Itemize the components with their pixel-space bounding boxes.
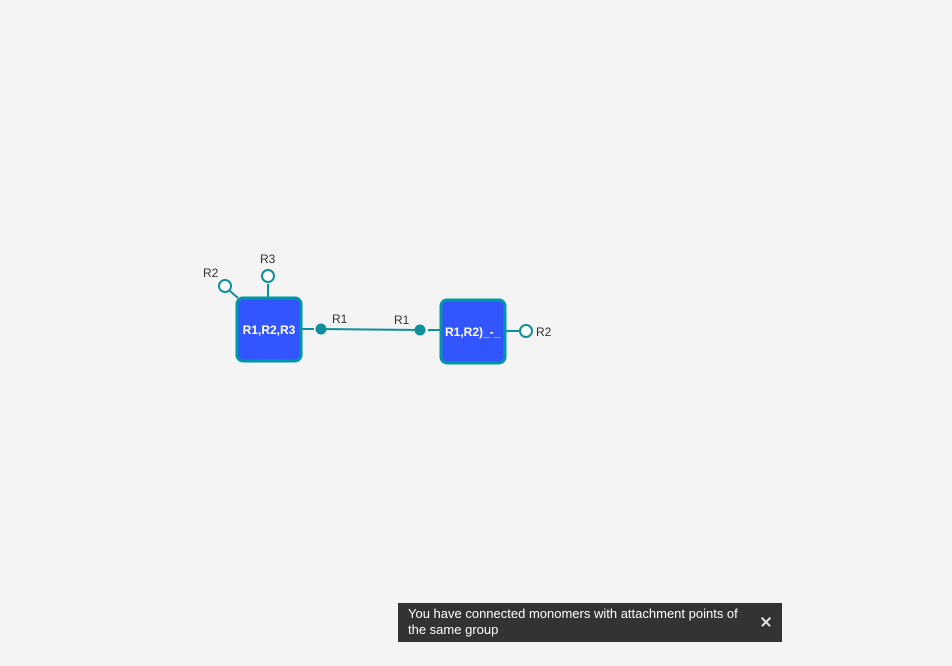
close-icon[interactable]: [756, 612, 776, 632]
ap-label-r3: R3: [260, 252, 276, 266]
ap-label-r2-right: R2: [536, 325, 552, 339]
toast-message: You have connected monomers with attachm…: [408, 606, 738, 637]
monomer-1-label: R1,R2,R3: [243, 323, 296, 337]
attachment-point-r2-right[interactable]: [519, 324, 533, 338]
monomer-2[interactable]: R1,R2)_-_: [439, 298, 507, 365]
ap-label-r1-right: R1: [394, 313, 410, 327]
ap-label-r1-left: R1: [332, 312, 348, 326]
monomer-2-box[interactable]: [439, 298, 507, 365]
monomer-1[interactable]: R1,R2,R3: [235, 296, 303, 363]
monomer-1-box[interactable]: [235, 296, 303, 363]
ap-stem-r2: [229, 290, 239, 299]
attachment-point-r3[interactable]: [261, 269, 275, 283]
attachment-point-r1-connected-right[interactable]: [414, 324, 426, 336]
attachment-point-r1-connected-left[interactable]: [315, 323, 327, 335]
ap-label-r2: R2: [203, 266, 219, 280]
attachment-point-r2[interactable]: [218, 279, 232, 293]
notification-toast: You have connected monomers with attachm…: [398, 603, 782, 642]
monomer-2-label: R1,R2)_-_: [445, 325, 501, 339]
bond-line[interactable]: [320, 328, 421, 331]
